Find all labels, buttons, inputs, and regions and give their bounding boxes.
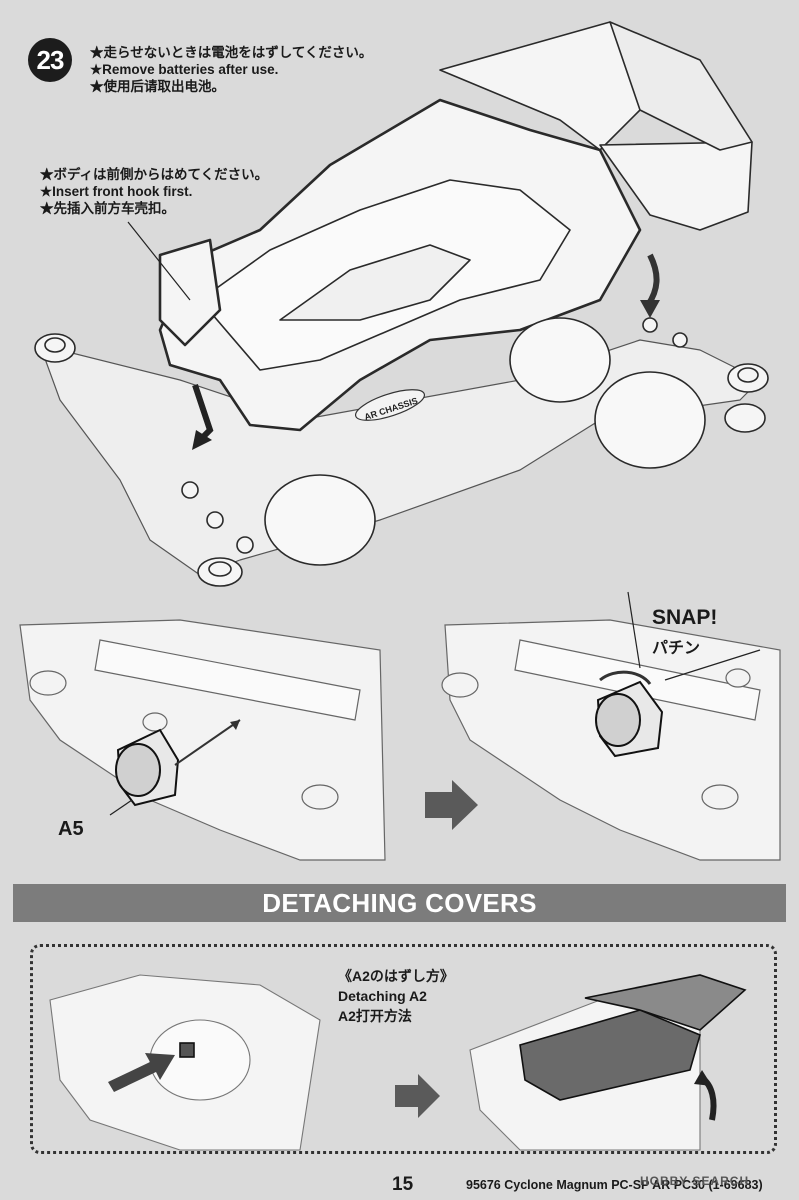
battery-note: ★走らせないときは電池をはずしてください。 ★Remove batteries … — [90, 44, 372, 95]
detach-notes: 《A2のはずし方》 Detaching A2 A2打开方法 — [338, 966, 454, 1026]
product-footer: 95676 Cyclone Magnum PC-SP AR PC30 (1-69… — [466, 1178, 763, 1192]
detach-note-jp: 《A2のはずし方》 — [338, 968, 454, 984]
battery-note-cn: ★使用后请取出电池。 — [90, 79, 225, 94]
front-hook-note: ★ボディは前側からはめてください。 ★Insert front hook fir… — [40, 166, 268, 217]
detach-note-en: Detaching A2 — [338, 988, 427, 1004]
watermark: HOBBY SEARCH — [640, 1174, 750, 1188]
hook-note-en: ★Insert front hook first. — [40, 184, 193, 199]
snap-label-jp: パチン — [652, 640, 701, 657]
car-assembly-illustration: AR CHASSIS — [34, 21, 769, 587]
detach-a2-illustration — [49, 974, 747, 1151]
page-number: 15 — [392, 1174, 414, 1195]
part-a5-label: A5 — [58, 818, 84, 840]
a5-fitting-illustration — [19, 591, 781, 861]
battery-note-en: ★Remove batteries after use. — [90, 62, 279, 77]
hook-note-cn: ★先插入前方车壳扣。 — [40, 201, 175, 216]
detach-note-cn: A2打开方法 — [338, 1008, 412, 1024]
section-banner: DETACHING COVERS — [13, 884, 786, 922]
battery-note-jp: ★走らせないときは電池をはずしてください。 — [90, 45, 373, 60]
step-number-badge: 23 — [28, 38, 72, 82]
hook-note-jp: ★ボディは前側からはめてください。 — [40, 167, 269, 182]
snap-label: SNAP! — [652, 606, 718, 629]
detach-instruction-box — [30, 944, 777, 1154]
